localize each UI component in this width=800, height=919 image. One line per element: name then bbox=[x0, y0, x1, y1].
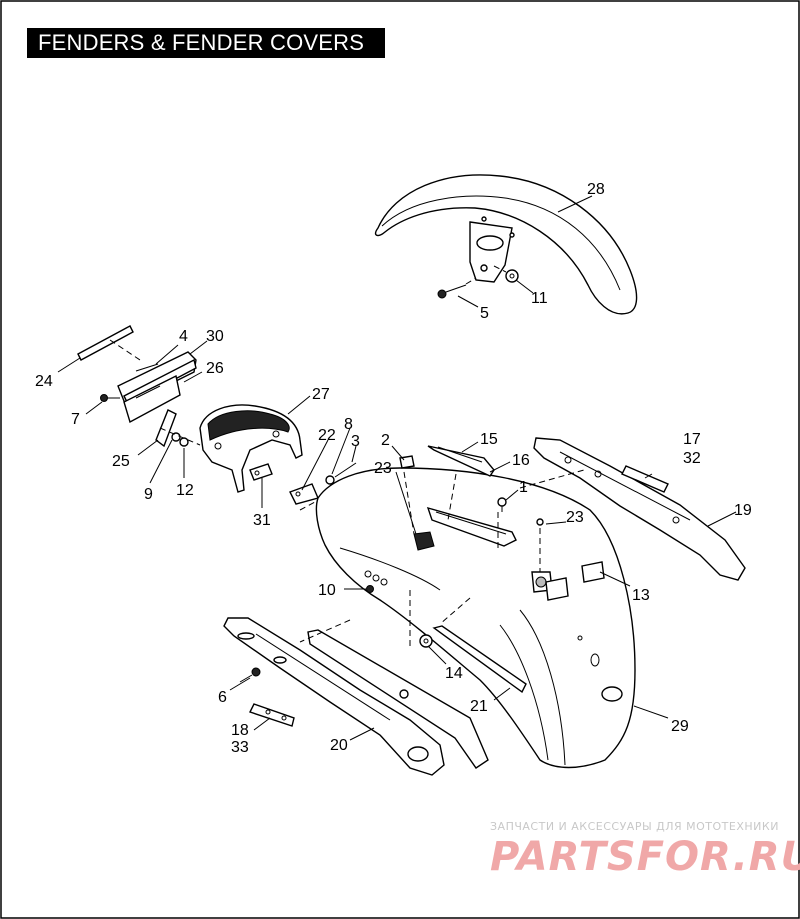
callout-13: 13 bbox=[632, 587, 650, 604]
callout-26: 26 bbox=[206, 360, 224, 377]
callout-32: 32 bbox=[683, 450, 701, 467]
callout-28: 28 bbox=[587, 181, 605, 198]
watermark-logo: PARTSFOR.RU bbox=[490, 834, 800, 880]
callout-33: 33 bbox=[231, 739, 249, 756]
bracket-18[interactable] bbox=[249, 703, 295, 727]
grommet-23-left[interactable] bbox=[413, 531, 435, 551]
callout-12: 12 bbox=[176, 482, 194, 499]
screw-4[interactable] bbox=[135, 363, 159, 372]
callout-15: 15 bbox=[480, 431, 498, 448]
callout-19: 19 bbox=[734, 502, 752, 519]
callout-10: 10 bbox=[318, 582, 336, 599]
callout-30: 30 bbox=[206, 328, 224, 345]
callout-6: 6 bbox=[218, 689, 227, 706]
reflector-24[interactable] bbox=[77, 325, 134, 361]
lamp-housing-27[interactable] bbox=[199, 404, 303, 493]
nut-11[interactable] bbox=[505, 269, 519, 283]
callout-21: 21 bbox=[470, 698, 488, 715]
callout-18: 18 bbox=[231, 722, 249, 739]
left-fender-cover-20[interactable] bbox=[223, 617, 445, 776]
trim-15[interactable] bbox=[427, 445, 495, 477]
nut-12[interactable] bbox=[179, 437, 189, 447]
washer-8[interactable] bbox=[325, 475, 335, 485]
callout-5: 5 bbox=[480, 305, 489, 322]
callout-14: 14 bbox=[445, 665, 463, 682]
callout-23-right: 23 bbox=[566, 509, 584, 526]
callout-24: 24 bbox=[35, 373, 53, 390]
callout-31: 31 bbox=[253, 512, 271, 529]
callout-23-left: 23 bbox=[374, 460, 392, 477]
watermark-subtitle: ЗАПЧАСТИ И АКСЕССУАРЫ ДЛЯ МОТОТЕХНИКИ bbox=[490, 820, 779, 833]
bracket-plate-26[interactable] bbox=[123, 374, 181, 424]
callout-29: 29 bbox=[671, 718, 689, 735]
callout-20: 20 bbox=[330, 737, 348, 754]
pad-13[interactable] bbox=[545, 561, 605, 601]
callout-25: 25 bbox=[112, 453, 130, 470]
callout-27: 27 bbox=[312, 386, 330, 403]
screw-6[interactable] bbox=[239, 667, 261, 683]
diagram-title: FENDERS & FENDER COVERS bbox=[27, 28, 385, 58]
callout-1: 1 bbox=[519, 479, 528, 496]
nut-10[interactable] bbox=[366, 585, 374, 593]
callout-9: 9 bbox=[144, 486, 153, 503]
callout-4: 4 bbox=[179, 328, 188, 345]
bolt-3[interactable] bbox=[334, 462, 357, 478]
crossbar-21[interactable] bbox=[307, 625, 527, 769]
screw-1[interactable] bbox=[497, 497, 507, 512]
callout-2: 2 bbox=[381, 432, 390, 449]
spacer-31[interactable] bbox=[249, 463, 273, 481]
callout-7: 7 bbox=[71, 411, 80, 428]
screw-7[interactable] bbox=[100, 394, 121, 402]
support-25[interactable] bbox=[155, 409, 177, 448]
callout-3: 3 bbox=[351, 433, 360, 450]
bolt-5[interactable] bbox=[437, 284, 467, 299]
callout-22: 22 bbox=[318, 427, 336, 444]
washer-14[interactable] bbox=[419, 634, 433, 648]
fastener-23-top[interactable] bbox=[536, 518, 544, 526]
front-fender-28[interactable] bbox=[374, 174, 638, 315]
callout-16: 16 bbox=[512, 452, 530, 469]
bracket-17[interactable] bbox=[621, 465, 669, 493]
callout-8: 8 bbox=[344, 416, 353, 433]
washer-9[interactable] bbox=[171, 432, 181, 442]
callout-17: 17 bbox=[683, 431, 701, 448]
callout-11: 11 bbox=[531, 290, 548, 307]
